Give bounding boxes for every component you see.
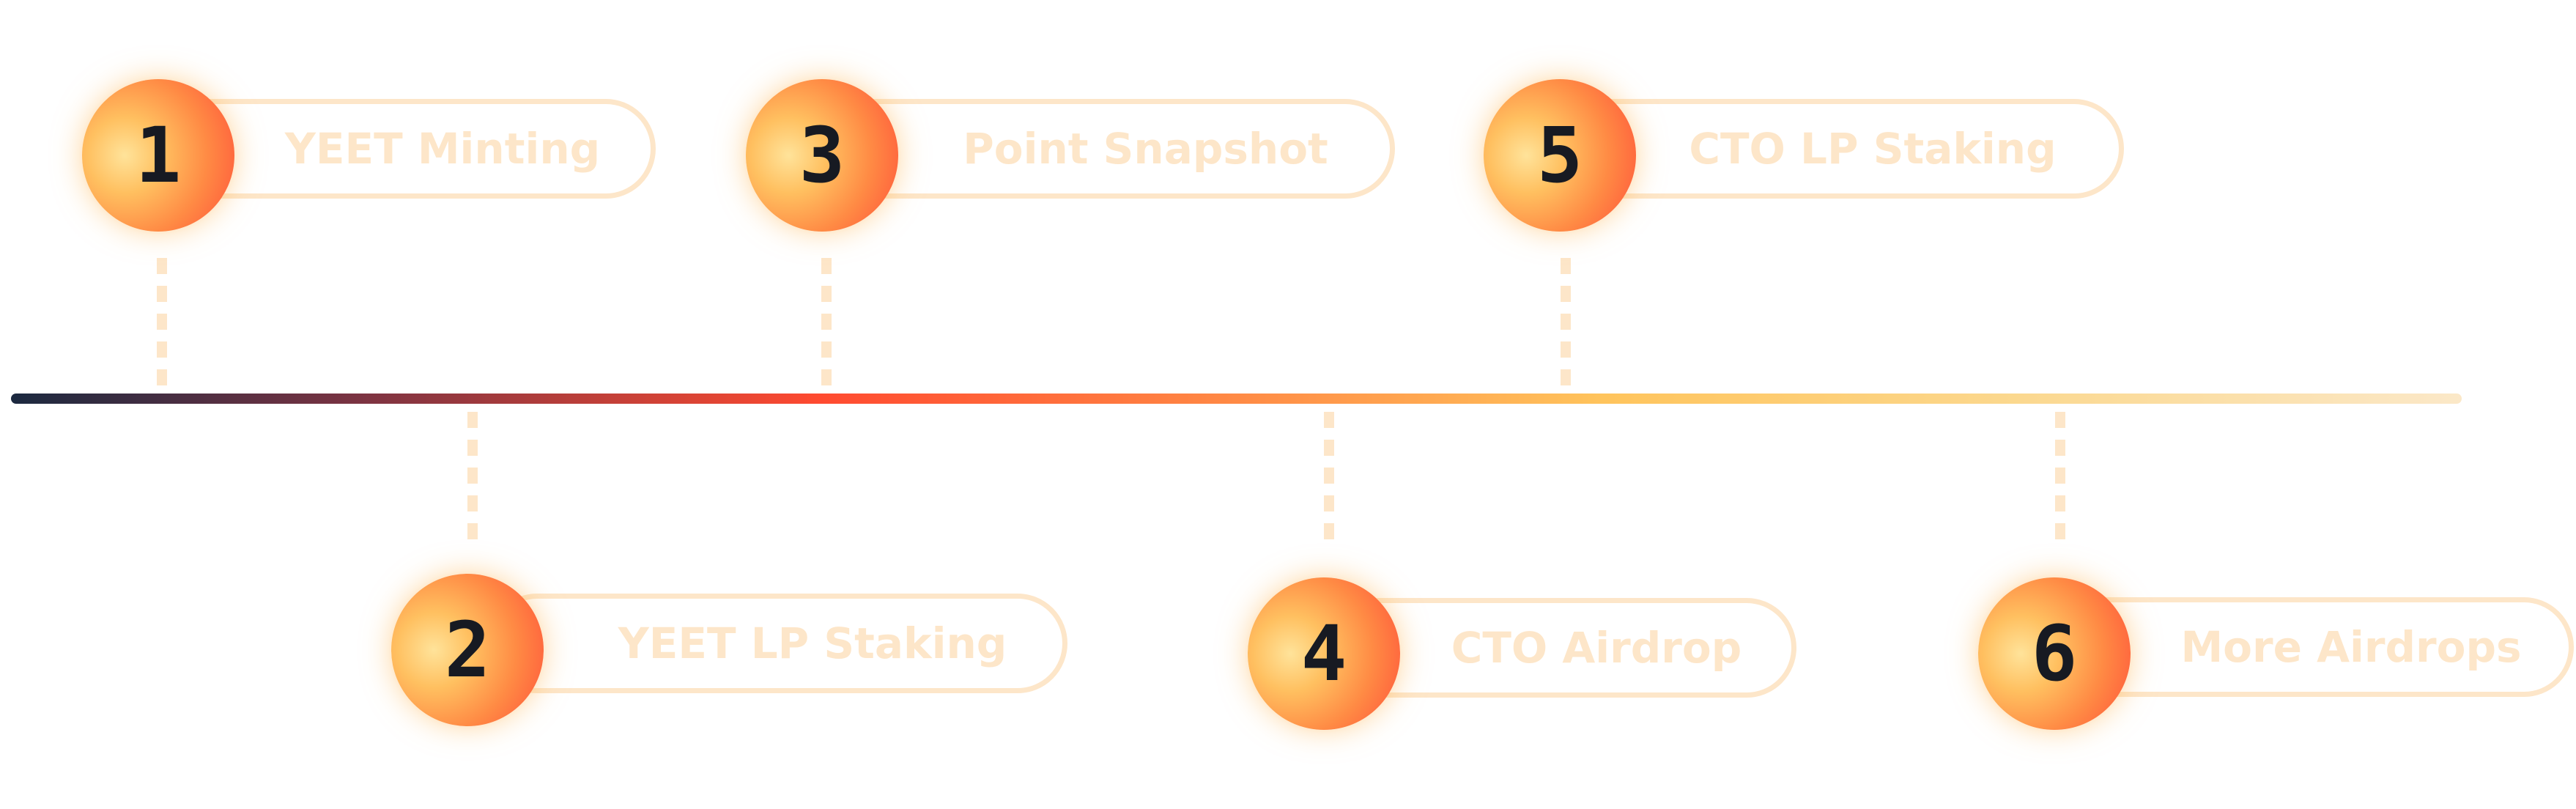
step-number: 3	[799, 111, 845, 200]
badge-circle: 2	[391, 574, 544, 726]
connector-step-5	[1561, 258, 1571, 390]
step-number: 6	[2031, 609, 2078, 698]
badge-circle: 3	[746, 79, 898, 232]
step-number-badge: 6	[1974, 573, 2135, 734]
step-number-badge: 2	[387, 569, 548, 731]
step-label-pill: CTO Airdrop	[1330, 598, 1796, 698]
connector-step-1	[157, 258, 167, 390]
step-label-pill: YEET LP Staking	[487, 594, 1067, 693]
badge-circle: 4	[1248, 577, 1400, 730]
step-label: YEET LP Staking	[618, 618, 1007, 668]
badge-circle: 6	[1978, 577, 2131, 730]
step-label-pill: More Airdrops	[2060, 597, 2574, 697]
step-label: YEET Minting	[284, 124, 601, 174]
step-number: 2	[444, 605, 491, 695]
connector-step-3	[821, 258, 832, 390]
step-label-pill: Point Snapshot	[822, 99, 1395, 199]
step-number-badge: 3	[741, 75, 903, 236]
step-label: More Airdrops	[2180, 622, 2522, 672]
step-number: 1	[135, 111, 182, 200]
step-label: Point Snapshot	[963, 124, 1328, 174]
timeline-line	[11, 394, 2462, 404]
connector-step-4	[1324, 412, 1334, 548]
connector-step-6	[2055, 412, 2065, 548]
badge-circle: 5	[1484, 79, 1636, 232]
step-number: 4	[1300, 609, 1347, 698]
step-number-badge: 4	[1243, 573, 1404, 734]
step-number: 5	[1536, 111, 1583, 200]
step-label: CTO Airdrop	[1451, 623, 1742, 673]
step-label: CTO LP Staking	[1689, 124, 2057, 174]
connector-step-2	[467, 412, 478, 548]
badge-circle: 1	[82, 79, 234, 232]
step-number-badge: 1	[78, 75, 239, 236]
step-number-badge: 5	[1479, 75, 1640, 236]
step-label-pill: CTO LP Staking	[1552, 99, 2124, 199]
